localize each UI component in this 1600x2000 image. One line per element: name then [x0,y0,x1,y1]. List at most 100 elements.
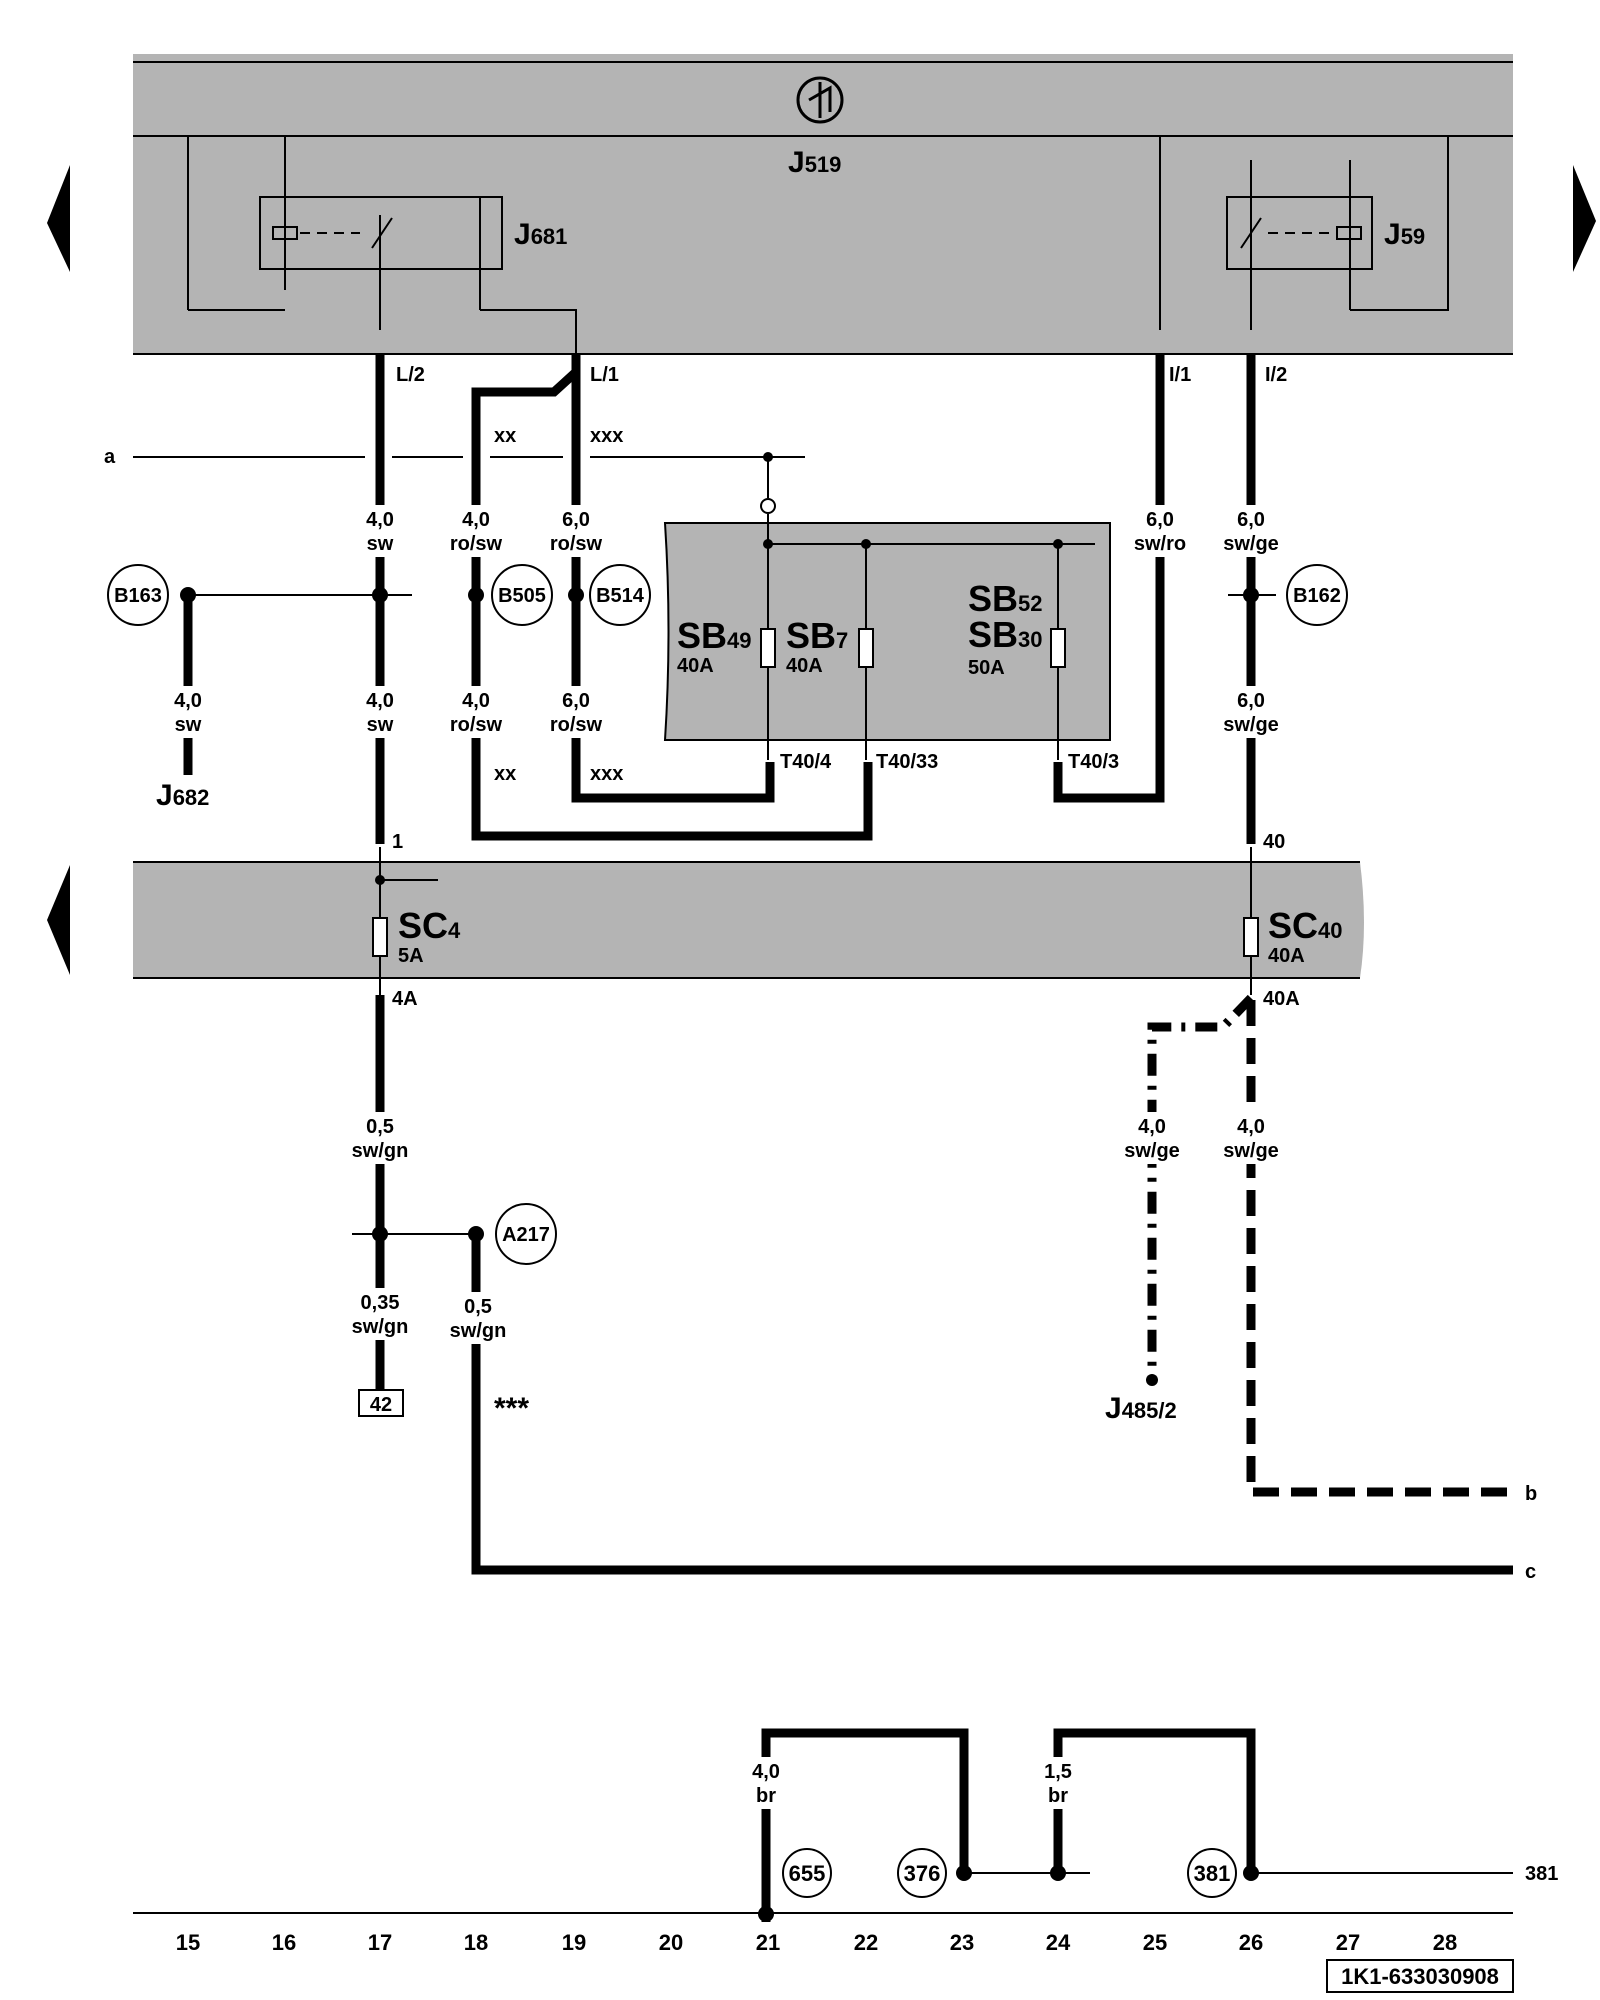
control-unit-label: J519 [788,146,841,179]
box-42 [358,1389,404,1417]
wire-label-ground-21-size: 4,0 [752,1761,780,1783]
svg-text:B163: B163 [114,585,162,607]
fuse-sb7-label: SB7 [786,615,848,656]
box-42-label: 42 [370,1394,392,1416]
wire-label-25-top-color: sw/ro [1134,533,1186,555]
wire-label-18-top-color: ro/sw [450,533,503,555]
reference-c: c [1525,1561,1536,1583]
variant-xxx-bottom: xxx [590,763,623,785]
track-number: 16 [272,1930,296,1955]
reference-a: a [104,446,116,468]
fuse-sb49-rating: 40A [677,655,714,677]
fuse-sb49-icon [760,628,776,668]
track-number: 20 [659,1930,683,1955]
track-number: 19 [562,1930,586,1955]
connector-b162: B162 [1286,564,1348,626]
fuse-box-sb [663,522,1111,741]
wire-label-19-top-color: ro/sw [550,533,603,555]
wire-track-18-to-c [471,1236,1513,1575]
reference-b: b [1525,1483,1537,1505]
wire-track-26-to-b-dashed [1246,1000,1513,1497]
wire-track-25-j485-dashdot [1147,994,1255,1380]
wire-track-19-main [571,372,775,803]
wire-label-17-low-size: 0,5 [366,1116,394,1138]
fuse-sb30-label: SB30 [968,614,1043,655]
pin-t40-3: T40/3 [1068,751,1119,773]
connector-b514: B514 [589,564,651,626]
fuse-sc4-label: SC4 [398,905,461,946]
fuse-sb52-label: SB52 [968,578,1043,619]
junction-a217-right [468,1226,484,1242]
pin-t40-4: T40/4 [780,751,832,773]
variant-xx-bottom: xx [494,763,516,785]
wire-label-ground-24-size: 1,5 [1044,1761,1072,1783]
pin-sc-in-40: 40 [1263,831,1285,853]
junction-b514 [568,587,584,603]
next-page-arrow-icon[interactable] [1573,165,1596,272]
connector-b163: B163 [107,564,169,626]
fuse-sc40-rating: 40A [1268,945,1305,967]
reference-381: 381 [1525,1863,1558,1885]
track-number: 23 [950,1930,974,1955]
ground-point-655: 655 [782,1848,832,1898]
previous-page-arrow-icon[interactable] [47,165,70,272]
wire-label-26-low-size: 4,0 [1237,1116,1265,1138]
wire-track-25-main [1053,354,1165,803]
wire-label-19-mid-color: ro/sw [550,714,603,736]
track-number: 17 [368,1930,392,1955]
svg-text:655: 655 [789,1861,826,1886]
component-j485-label: J485/2 [1105,1392,1177,1425]
fuse-sb30-rating: 50A [968,657,1005,679]
svg-text:B505: B505 [498,585,546,607]
svg-text:376: 376 [904,1861,941,1886]
wire-label-26-top-color: sw/ge [1223,533,1279,555]
track-number: 28 [1433,1930,1457,1955]
wire-label-18-mid-color: ro/sw [450,714,503,736]
wire-label-17-mid-color: sw [367,714,394,736]
fuse-sb49-label: SB49 [677,615,752,656]
pin-sc-out-4a: 4A [392,988,418,1010]
pin-l1: L/1 [590,364,619,386]
ground-point-376: 376 [897,1848,947,1898]
control-unit-symbol-icon [796,76,844,124]
wire-label-26-top-size: 6,0 [1237,509,1265,531]
pin-t40-33: T40/33 [876,751,938,773]
document-id-box [1326,1959,1514,1993]
fuse-sc40-label: SC40 [1268,905,1343,946]
connector-b505: B505 [491,564,553,626]
junction-dots [180,587,1259,1922]
relay-j59-label: J59 [1384,218,1425,251]
wire-label-18-bottom-size: 0,5 [464,1296,492,1318]
wire-label-17-mid-size: 4,0 [366,690,394,712]
wire-label-26-low-color: sw/ge [1223,1140,1279,1162]
svg-text:B162: B162 [1293,585,1341,607]
fuse-sc4-icon [372,917,388,957]
relay-j681-label: J681 [514,218,567,251]
track-number: 18 [464,1930,488,1955]
pin-l2: L/2 [396,364,425,386]
connector-a217: A217 [495,1203,557,1265]
fuse-sc4-rating: 5A [398,945,424,967]
pin-i2: I/2 [1265,364,1287,386]
junction-ground-381 [1243,1865,1259,1881]
wire-label-19-mid-size: 6,0 [562,690,590,712]
pin-sc-out-40a: 40A [1263,988,1300,1010]
svg-text:B514: B514 [596,585,645,607]
variant-xx-top: xx [494,425,516,447]
connection-a [760,498,776,514]
track-number: 15 [176,1930,200,1955]
previous-page-arrow-icon-lower[interactable] [47,865,70,975]
wire-label-19-top-size: 6,0 [562,509,590,531]
fuse-sc4-junction [375,875,385,885]
wire-label-26-mid-size: 6,0 [1237,690,1265,712]
wire-label-17-bottom-size: 0,35 [361,1292,400,1314]
wire-label-18-top-size: 4,0 [462,509,490,531]
wire-label-26-mid-color: sw/ge [1223,714,1279,736]
svg-text:A217: A217 [502,1224,550,1246]
wire-label-15-mid-size: 4,0 [174,690,202,712]
wire-label-15-mid-color: sw [175,714,202,736]
wire-label-ground-21-color: br [756,1785,776,1807]
wire-label-17-top-color: sw [367,533,394,555]
wire-label-25-top-size: 6,0 [1146,509,1174,531]
